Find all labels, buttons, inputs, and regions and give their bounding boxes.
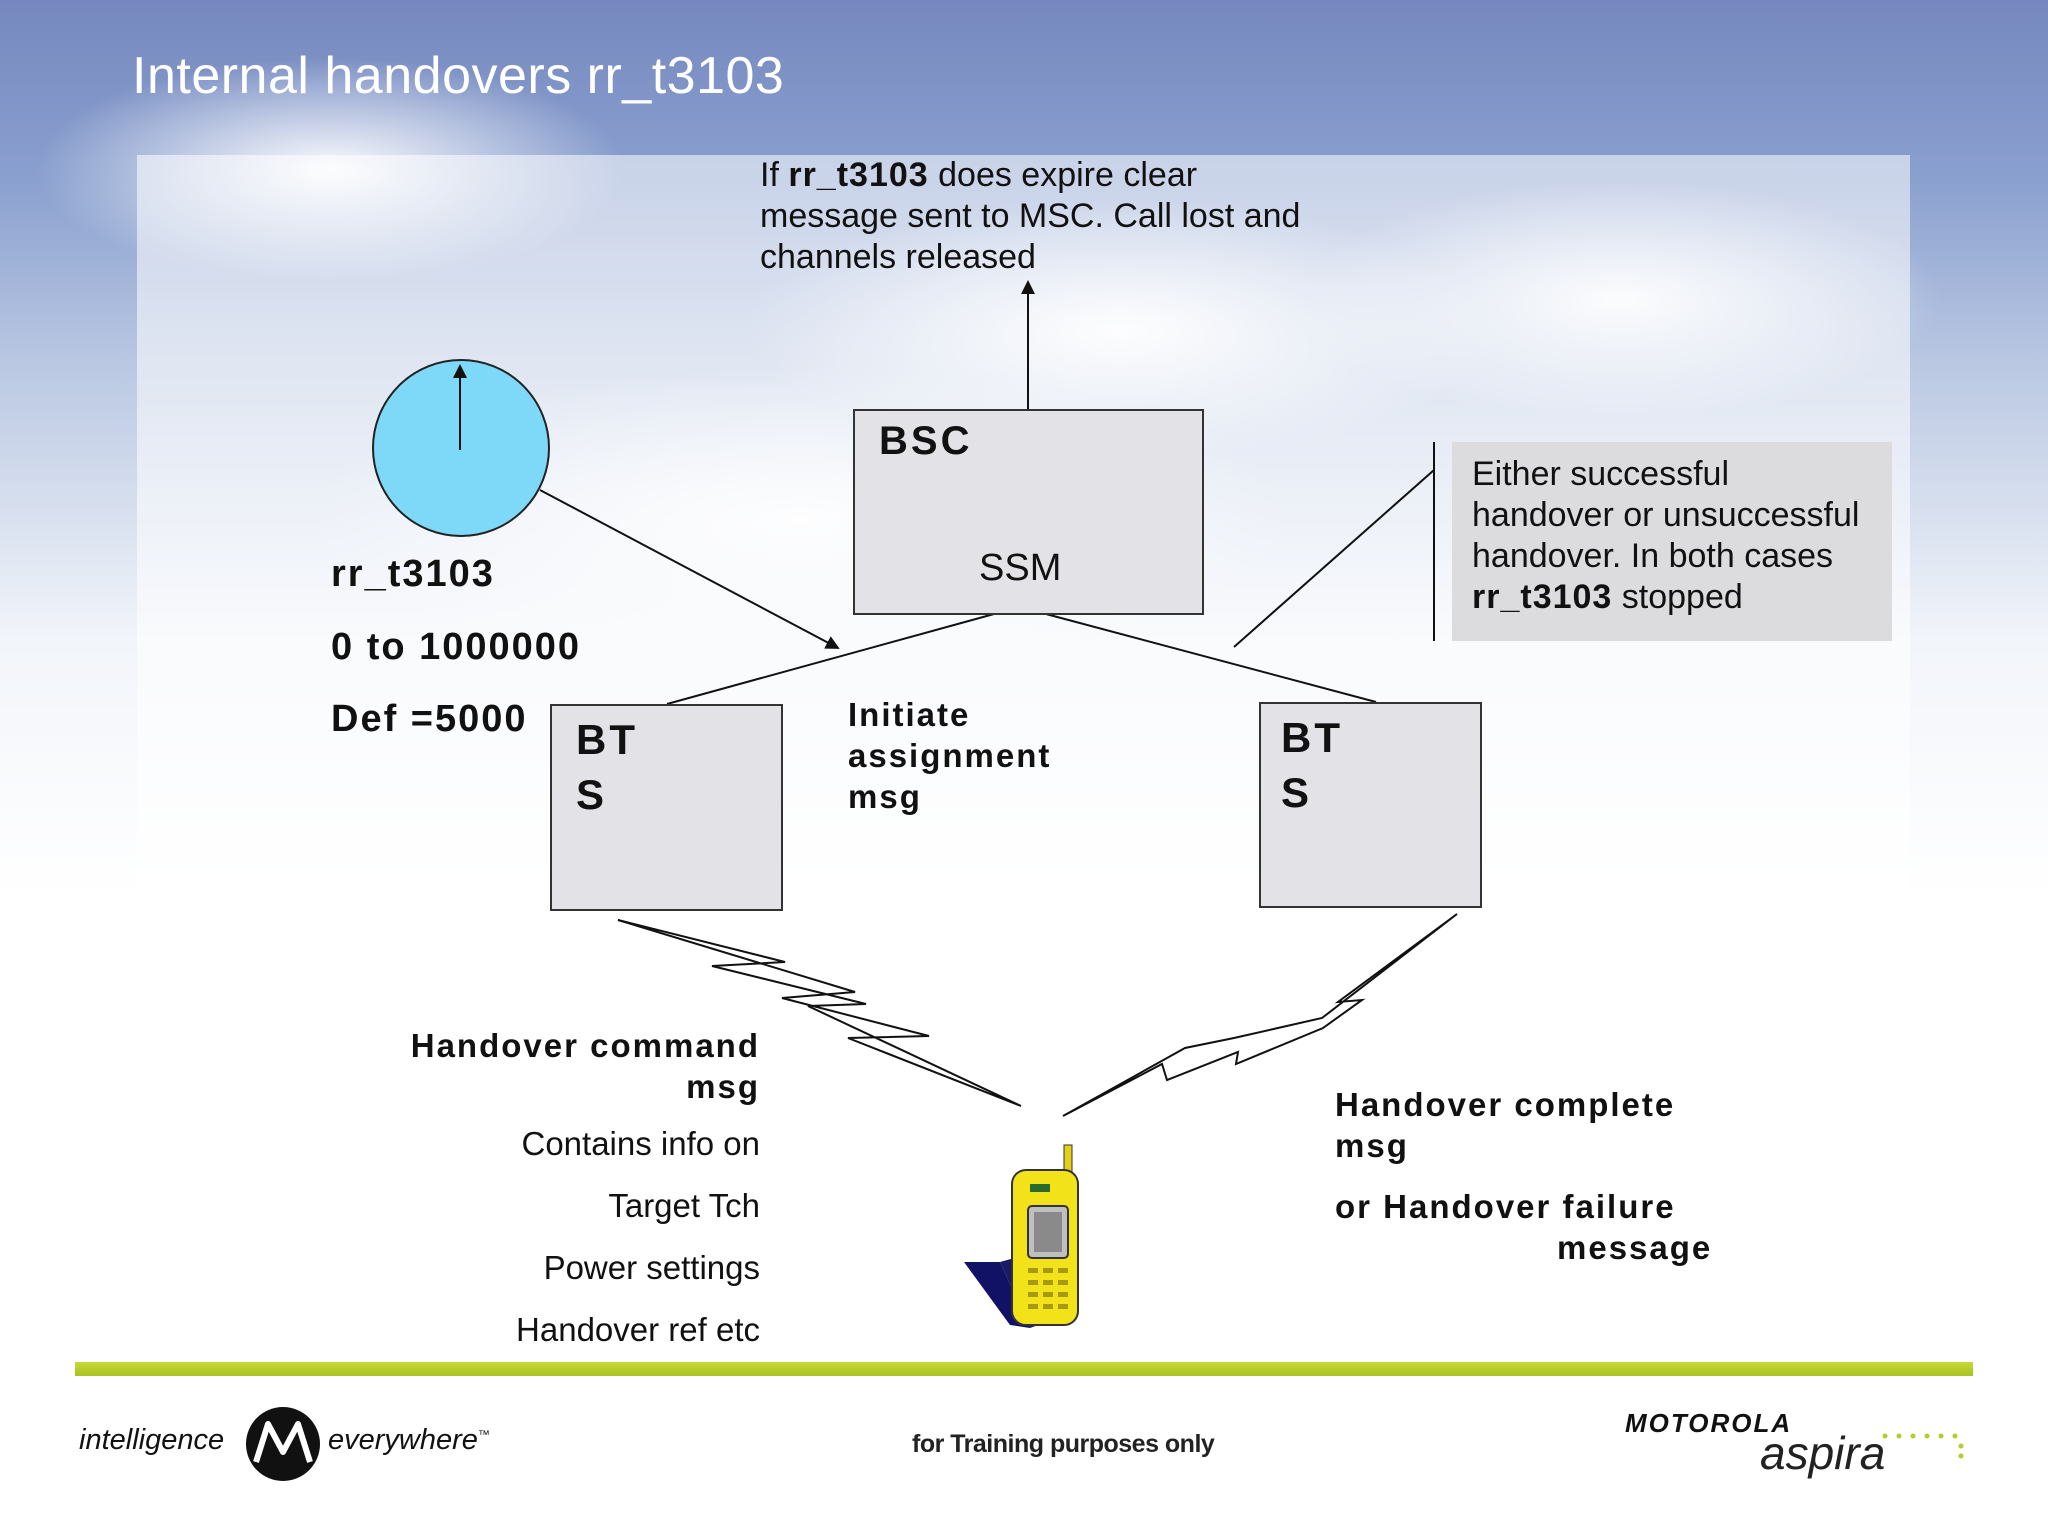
aspira-dots-icon: [1882, 1433, 1964, 1459]
slide-title: Internal handovers rr_t3103: [132, 47, 785, 105]
callout-line2: handover or unsuccessful: [1472, 496, 1860, 534]
bts-right-label-line1: BT: [1281, 714, 1343, 761]
bsc-to-bts-left-line: [666, 613, 995, 705]
initiate-assignment-label: Initiate assignment msg: [848, 696, 1052, 815]
callout-pointer-line: [1233, 469, 1435, 648]
bts-left-label-line2: S: [576, 771, 608, 818]
footer-intelligence: intelligence: [79, 1424, 225, 1456]
footer-everywhere: everywhere™: [328, 1424, 490, 1456]
content-panel: [137, 155, 1910, 1355]
timer-default: Def =5000: [331, 698, 528, 740]
callout-line1: Either successful: [1472, 455, 1729, 493]
handover-result-callout: Either successful handover or unsuccessf…: [1452, 442, 1892, 641]
expiry-note: If rr_t3103 does expire clear message se…: [760, 156, 1301, 276]
footer-product: aspira: [1760, 1427, 1886, 1479]
motorola-logo-icon: [246, 1407, 320, 1481]
radio-link-right-lightning: [1062, 913, 1458, 1117]
bts-left-label-line1: BT: [576, 716, 638, 763]
callout-line4: rr_t3103 stopped: [1472, 578, 1743, 616]
timer-name: rr_t3103: [331, 553, 495, 595]
footer-divider-bar: [75, 1362, 1973, 1376]
mobile-phone-icon: [964, 1144, 1079, 1328]
timer-range: 0 to 1000000: [331, 626, 582, 668]
bsc-to-bts-right-line: [1045, 613, 1377, 703]
handover-command-label: Handover command msg Contains info on Ta…: [410, 1027, 760, 1348]
footer-training-note: for Training purposes only: [912, 1430, 1215, 1458]
footer-brand: MOTOROLA: [1625, 1408, 1793, 1438]
bts-left-box: BT S: [550, 704, 783, 911]
footer-background: [0, 1352, 2048, 1536]
clock-icon: [372, 359, 550, 537]
handover-complete-label: Handover complete msg or Handover failur…: [1335, 1086, 1713, 1266]
bts-right-label-line2: S: [1281, 769, 1313, 816]
timer-arrow: [539, 489, 840, 649]
callout-line3: handover. In both cases: [1472, 537, 1834, 575]
ssm-label: SSM: [979, 547, 1062, 589]
bsc-label: BSC: [879, 419, 973, 463]
bsc-box: BSC SSM: [853, 409, 1204, 615]
bts-right-box: BT S: [1259, 702, 1482, 908]
radio-link-left-lightning: [617, 919, 1022, 1107]
